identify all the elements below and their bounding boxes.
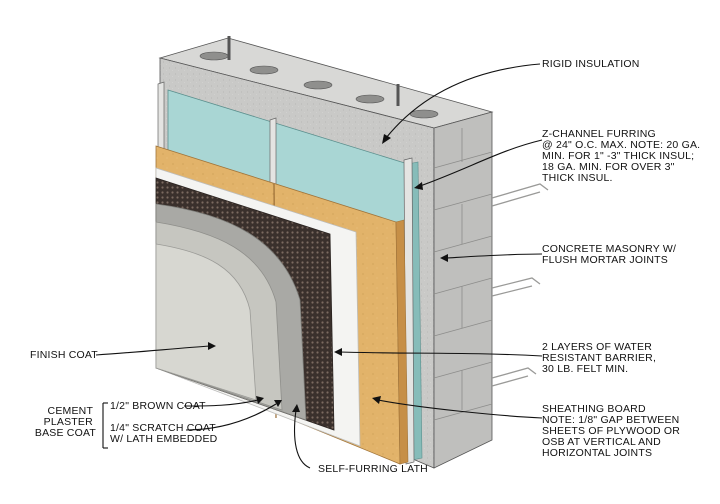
label-self-furring-lath: SELF-FURRING LATH — [318, 463, 428, 475]
leader-lines — [95, 63, 543, 469]
cmu-side — [433, 111, 493, 469]
label-sheathing-board: SHEATHING BOARD NOTE: 1/8" GAP BETWEEN S… — [542, 403, 683, 459]
label-concrete-masonry: CONCRETE MASONRY W/ FLUSH MORTAR JOINTS — [542, 243, 679, 266]
finish-coat — [155, 243, 257, 401]
label-water-resistant-barrier: 2 LAYERS OF WATER RESISTANT BARRIER, 30 … — [542, 341, 659, 375]
mortar-joints — [433, 128, 493, 421]
label-scratch-coat: 1/4" SCRATCH COAT W/ LATH EMBEDDED — [110, 422, 219, 445]
label-rigid-insulation: RIGID INSULATION — [542, 58, 640, 70]
label-brown-coat: 1/2" BROWN COAT — [110, 400, 206, 412]
label-cement-plaster-base-coat: CEMENT PLASTER BASE COAT — [35, 405, 97, 439]
sheathing-edge — [395, 219, 409, 465]
masonry-ties — [491, 183, 549, 387]
label-finish-coat: FINISH COAT — [30, 349, 98, 361]
cmu-cores — [199, 51, 439, 119]
label-z-channel-furring: Z-CHANNEL FURRING @ 24" O.C. MAX. NOTE: … — [542, 128, 703, 184]
